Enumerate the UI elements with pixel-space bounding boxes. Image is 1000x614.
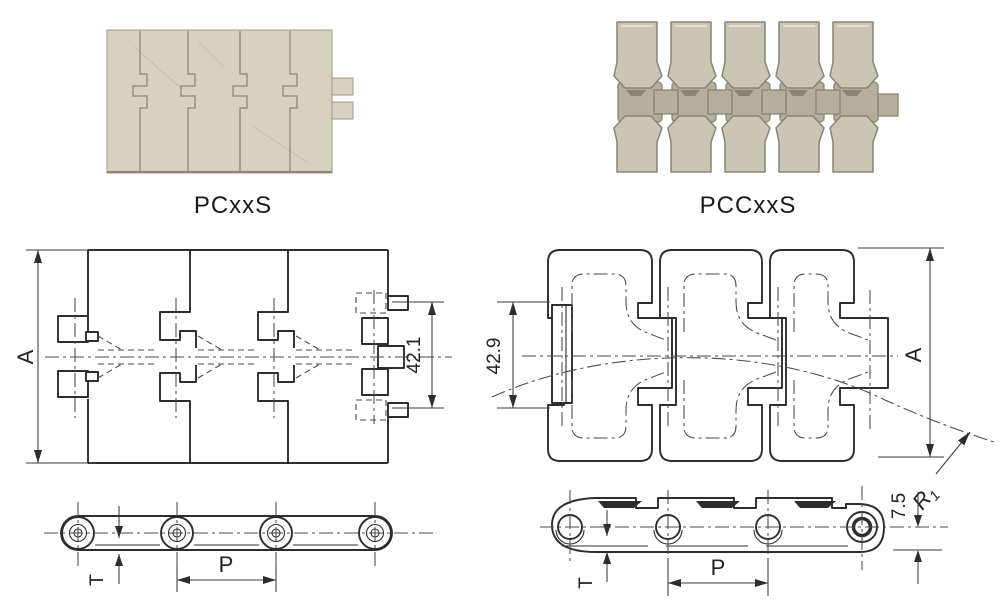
flex-chain-bar-outline [551, 497, 885, 553]
label-pccxxs: PCCxxS [700, 192, 797, 219]
dim-label-A-left: A [13, 349, 38, 364]
dimension-pitch: P [667, 555, 769, 596]
drawing-pccxxs-top-view: 42.9 A R1 [484, 247, 995, 516]
photo-straight-chain [106, 29, 354, 174]
dimension-turn-radius: R1 [907, 431, 971, 516]
flex-links [613, 21, 899, 173]
hidden-contours [571, 273, 869, 439]
dimension-pitch: P [176, 552, 277, 592]
turn-radius-arc [491, 357, 995, 443]
dim-label-A-right: A [901, 347, 926, 362]
dimension-overall-width: A [858, 247, 944, 458]
link-outlines [547, 249, 889, 462]
dim-label-P-right: P [711, 555, 726, 580]
dim-label-R1: R1 [907, 480, 943, 516]
dim-label-P-left: P [219, 552, 234, 577]
label-pcxxs: PCxxS [194, 192, 272, 219]
dimension-hinge-width: 42.9 [484, 301, 550, 409]
end-hinge-tab [877, 93, 899, 117]
photo-sideflex-chain [613, 21, 899, 173]
surface-scratches [133, 41, 309, 164]
dim-label-T-right: T [576, 577, 597, 589]
hinge-tabs [331, 77, 354, 120]
hook-slots [598, 501, 836, 508]
drawing-pcxxs-side-view: T P [44, 502, 436, 592]
dimension-thickness: T [576, 510, 611, 589]
pin-holes [555, 511, 878, 545]
dim-label-42-9: 42.9 [484, 338, 505, 375]
chain-plate-body [106, 29, 333, 174]
dim-label-42-1: 42.1 [404, 337, 425, 374]
dim-label-T-left: T [87, 574, 108, 586]
dimension-edge-offset: 7.5 [889, 492, 942, 584]
centerlines [45, 290, 452, 424]
dimension-thickness: T [87, 506, 123, 586]
centerlines [44, 502, 436, 566]
dimension-hinge-width: 42.1 [392, 301, 444, 409]
hinge-seams [132, 31, 298, 172]
centerlines [491, 287, 995, 443]
drawing-pccxxs-side-view: T P 7.5 [540, 486, 948, 596]
drawing-pcxxs-top-view: A 42.1 [13, 249, 452, 464]
dim-label-7-5: 7.5 [889, 493, 910, 519]
dimension-overall-width: A [13, 249, 96, 464]
